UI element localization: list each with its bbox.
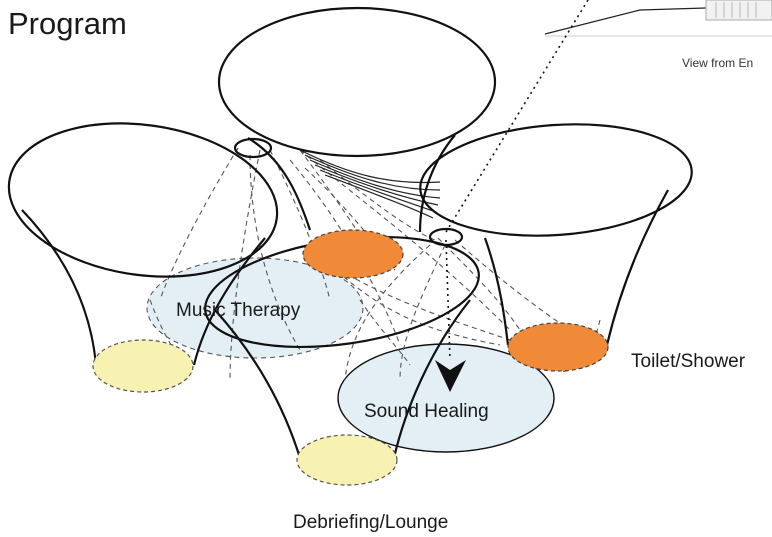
sound-healing-area: [337, 343, 555, 453]
entrance-arrow-icon: [435, 360, 466, 392]
view-caption: View from En: [682, 56, 753, 70]
toilet-shower-base: [507, 322, 609, 372]
funnel-right: [419, 123, 693, 372]
entrance-path: [435, 0, 589, 392]
connector-ring-left: [233, 137, 273, 159]
right-rim: [419, 123, 693, 237]
orange-upper-platform: [302, 229, 404, 279]
left-base-debriefing: [92, 339, 194, 393]
label-music-therapy: Music Therapy: [176, 300, 301, 321]
funnel-left: [7, 122, 279, 393]
diagram-title: Program: [8, 6, 127, 41]
left-rim: [7, 122, 279, 278]
label-sound-healing: Sound Healing: [364, 401, 489, 422]
label-toilet-shower: Toilet/Shower: [631, 351, 746, 372]
label-debriefing-lounge: Debriefing/Lounge: [293, 512, 448, 533]
funnel-front-center: [204, 235, 480, 486]
top-center-rim: [217, 6, 497, 158]
front-base-debriefing: [296, 434, 398, 486]
entrance-view-inset: View from En: [544, 0, 772, 70]
hidden-construction-lines: [149, 147, 601, 381]
music-therapy-area: [146, 257, 364, 359]
funnel-top-center: [217, 6, 497, 233]
